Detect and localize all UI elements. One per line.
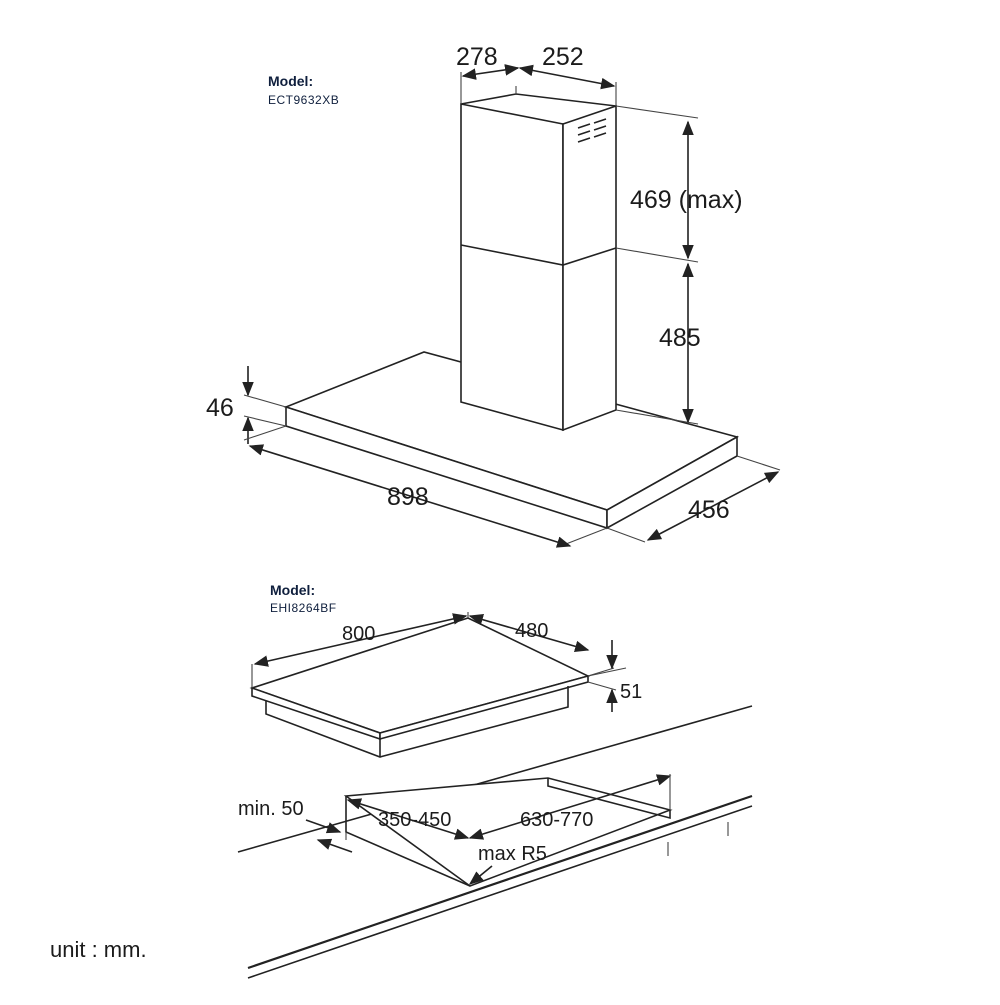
dim-chimney-width: 252 [542, 43, 584, 71]
min-gap-arrow-top [305, 819, 342, 834]
hood-dim-depth: 456 [606, 455, 781, 543]
hood-dim-width: 898 [243, 425, 608, 548]
dim-canopy-thickness: 46 [206, 394, 234, 422]
dim-hood-depth: 456 [688, 496, 730, 524]
hob-model-code: EHI8264BF [270, 601, 337, 615]
min-gap-arrow-bottom [316, 838, 353, 853]
dim-hob-height: 51 [620, 681, 642, 703]
corner-radius-leader [468, 865, 493, 885]
hood-model-label: Model: [268, 73, 313, 89]
cutout-opening [343, 777, 673, 887]
hood-chimney-joint [460, 244, 617, 266]
hood-dim-chimney-heights: 469 (max) 485 [615, 105, 743, 425]
hob-dim-width: 800 [251, 612, 469, 688]
hood-chimney-side [562, 104, 617, 432]
dim-lower-chimney-height: 485 [659, 324, 701, 352]
hob-dim-height: 51 [587, 640, 642, 712]
hood-dim-thickness: 46 [206, 366, 287, 444]
dim-cutout-depth: 350-450 [378, 809, 451, 831]
dim-hob-depth: 480 [515, 620, 548, 642]
hob-model-label: Model: [270, 582, 315, 598]
hood-chimney-front [460, 103, 564, 432]
vent-slots-icon [577, 118, 607, 143]
dim-hood-width: 898 [387, 483, 429, 511]
cooker-hood-drawing: Model: ECT9632XB [206, 43, 781, 548]
dim-hob-width: 800 [342, 623, 375, 645]
hob-drawing: Model: EHI8264BF 800 480 51 [249, 582, 642, 758]
cutout-width-dim-line [468, 774, 672, 840]
hood-dim-chimney-top: 278 252 [456, 43, 617, 106]
dim-cutout-width: 630-770 [520, 809, 593, 831]
dim-chimney-depth: 278 [456, 43, 498, 71]
hood-model-code: ECT9632XB [268, 93, 339, 107]
dim-corner-radius: max R5 [478, 843, 547, 865]
cutout-depth-dim-line [346, 798, 470, 840]
dim-min-gap: min. 50 [238, 798, 304, 820]
cutout-drawing: 350-450 630-770 max R5 min. 50 [237, 705, 753, 979]
hood-chimney-top-edge [460, 93, 617, 107]
unit-label: unit : mm. [50, 937, 147, 962]
dim-upper-chimney-height: 469 (max) [630, 186, 743, 214]
